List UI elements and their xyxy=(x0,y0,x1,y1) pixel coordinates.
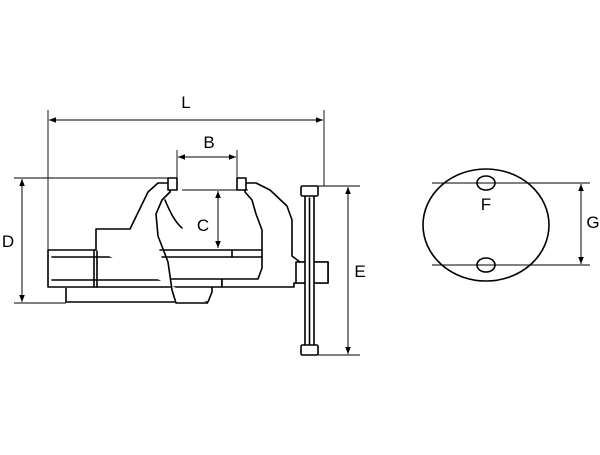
vise-side-view xyxy=(47,177,329,356)
label-d: D xyxy=(2,232,14,251)
label-e: E xyxy=(354,262,365,281)
dimension-b: B xyxy=(176,133,238,178)
dimension-g: G xyxy=(578,184,600,264)
label-f: F xyxy=(481,195,491,214)
fixed-jaw-insert xyxy=(167,177,178,191)
dimension-l: L xyxy=(47,93,325,250)
handle-cap-bottom xyxy=(300,344,319,356)
base-plate xyxy=(422,168,550,282)
dimension-c: C xyxy=(182,189,248,248)
label-l: L xyxy=(181,93,190,112)
label-g: G xyxy=(586,213,599,232)
label-c: C xyxy=(197,216,209,235)
dimension-e: E xyxy=(318,185,366,356)
movable-jaw-insert xyxy=(236,177,247,191)
base-plate-top-view: F xyxy=(422,168,590,282)
dimension-d: D xyxy=(2,177,168,304)
vise-movable-jaw xyxy=(221,182,329,288)
label-b: B xyxy=(203,133,214,152)
handle-cap-top xyxy=(300,185,319,197)
vise-fixed-jaw xyxy=(95,182,208,304)
